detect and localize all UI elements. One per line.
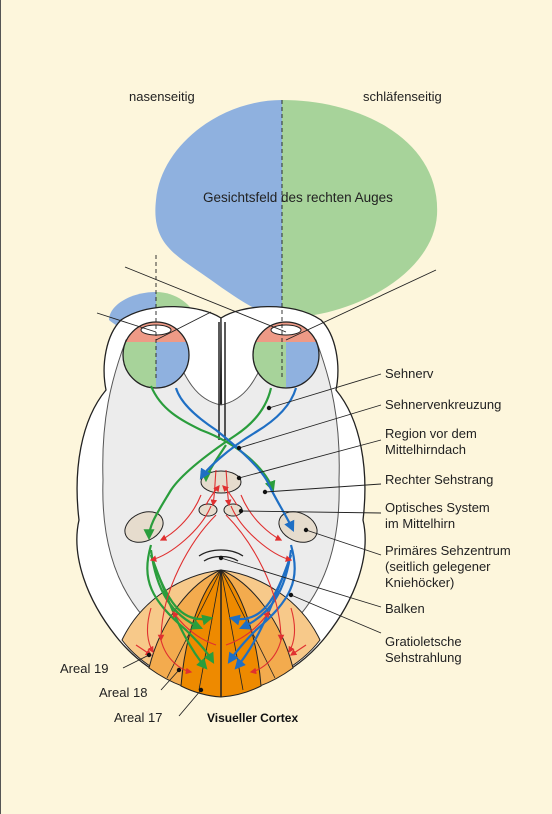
label-sehnervenkreuzung: Sehnervenkreuzung [385,397,501,412]
label-gratio-line1: Gratioletsche [385,634,462,649]
label-balken: Balken [385,601,425,616]
label-optisch-line2: im Mittelhirn [385,516,455,531]
label-sehnerv: Sehnerv [385,366,434,381]
label-sehstrang: Rechter Sehstrang [385,472,493,487]
label-areal-17: Areal 17 [114,710,162,725]
label-temporal: schläfenseitig [363,89,442,104]
visual-field-right-eye [155,100,437,318]
midbrain-left [199,504,217,516]
label-areal-18: Areal 18 [99,685,147,700]
label-primaer-line2: (seitlich gelegener [385,559,491,574]
label-visual-field: Gesichtsfeld des rechten Auges [203,190,393,205]
label-region-line1: Region vor dem [385,426,477,441]
label-optisch-line1: Optisches System [385,500,490,515]
label-region-line2: Mittelhirndach [385,442,466,457]
label-primaer-line1: Primäres Sehzentrum [385,543,511,558]
label-areal-19: Areal 19 [60,661,108,676]
label-nasal: nasenseitig [129,89,195,104]
label-visual-cortex: Visueller Cortex [207,711,298,725]
label-primaer-line3: Kniehöcker) [385,575,454,590]
visual-field-nasal-half [155,100,282,318]
visual-field-temporal-half [282,100,437,318]
label-gratio-line2: Sehstrahlung [385,650,462,665]
